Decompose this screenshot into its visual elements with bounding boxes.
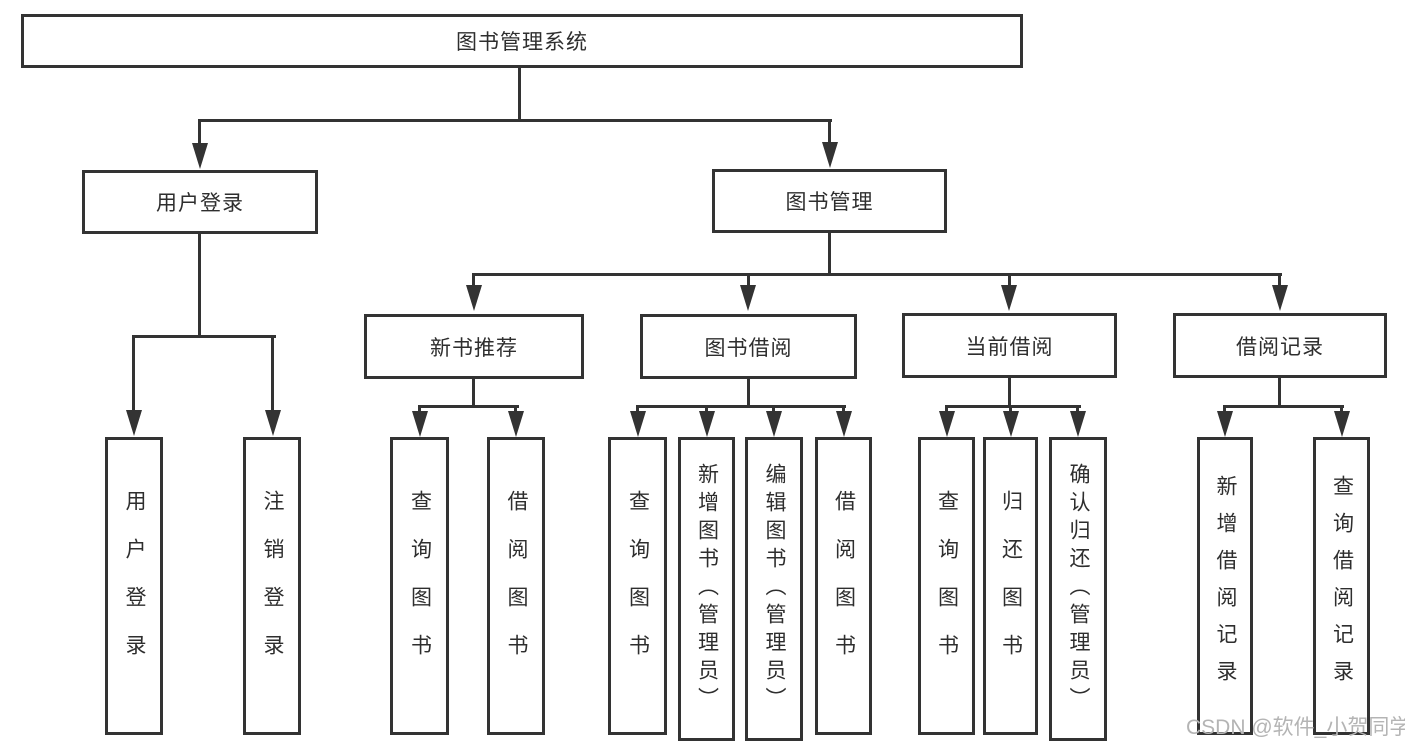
leaf-query-books-recommend: 查询图书 (390, 437, 449, 735)
leaf-edit-books-admin: 编辑图书（管理员） (745, 437, 803, 741)
connector-root-split (198, 119, 832, 122)
arrow-to-logout-leaf (265, 410, 281, 436)
connector-book-management-trunk (828, 232, 831, 276)
arrow-to-current-borrow (1001, 285, 1017, 311)
connector-stem-book-borrow (747, 273, 750, 287)
node-current-borrow: 当前借阅 (902, 313, 1117, 378)
connector-book-borrow-split (636, 405, 846, 408)
connector-stem-bb-query (636, 405, 639, 413)
arrow-to-cb-confirm (1070, 411, 1086, 437)
leaf-query-books-current: 查询图书 (918, 437, 975, 735)
arrow-to-br-add (1217, 411, 1233, 437)
arrow-to-book-borrow (740, 285, 756, 311)
node-borrow-records: 借阅记录 (1173, 313, 1387, 378)
connector-stem-br-add (1223, 405, 1226, 413)
arrow-to-nb-query (412, 411, 428, 437)
node-library-management-system: 图书管理系统 (21, 14, 1023, 68)
connector-borrow-records-stub (1278, 377, 1281, 408)
arrow-to-cb-return (1003, 411, 1019, 437)
arrow-to-login-leaf (126, 410, 142, 436)
leaf-query-borrow-record: 查询借阅记录 (1313, 437, 1370, 735)
arrow-to-borrow-records (1272, 285, 1288, 311)
node-user-login: 用户登录 (82, 170, 318, 234)
connector-stem-borrow-records (1278, 273, 1281, 287)
leaf-add-borrow-record: 新增借阅记录 (1197, 437, 1253, 735)
connector-stem-bb-edit (772, 405, 775, 413)
connector-book-borrow-stub (747, 378, 750, 408)
leaf-borrow-books-recommend: 借阅图书 (487, 437, 545, 735)
connector-current-borrow-stub (1008, 377, 1011, 408)
connector-root-trunk (518, 67, 521, 121)
connector-stem-bb-borrow (842, 405, 845, 413)
arrow-to-cb-query (939, 411, 955, 437)
node-book-borrow: 图书借阅 (640, 314, 857, 379)
leaf-user-login: 用户登录 (105, 437, 163, 735)
node-book-management: 图书管理 (712, 169, 947, 233)
arrow-to-bb-borrow (836, 411, 852, 437)
connector-stem-cb-return (1009, 405, 1012, 413)
arrow-to-new-book (466, 285, 482, 311)
node-new-book-recommend: 新书推荐 (364, 314, 584, 379)
connector-stem-br-query (1340, 405, 1343, 413)
arrow-to-bb-query (630, 411, 646, 437)
connector-stem-cb-query (945, 405, 948, 413)
watermark: CSDN @软件_小贺同学 (1186, 716, 1405, 739)
arrow-to-user-login (192, 143, 208, 169)
connector-stem-logout-leaf (271, 335, 274, 412)
leaf-borrow-books: 借阅图书 (815, 437, 872, 735)
leaf-return-books: 归还图书 (983, 437, 1038, 735)
connector-stem-nb-query (418, 405, 421, 413)
connector-current-borrow-split (945, 405, 1081, 408)
connector-user-login-split (132, 335, 276, 338)
arrow-to-book-management (822, 142, 838, 168)
connector-new-book-stub (472, 378, 475, 408)
connector-new-book-split (418, 405, 519, 408)
connector-stem-login-leaf (132, 335, 135, 412)
arrow-to-bb-add (699, 411, 715, 437)
connector-user-login-trunk (198, 233, 201, 338)
arrow-to-br-query (1334, 411, 1350, 437)
arrow-to-bb-edit (766, 411, 782, 437)
connector-stem-new-book (472, 273, 475, 287)
connector-stem-user-login (198, 119, 201, 145)
leaf-add-books-admin: 新增图书（管理员） (678, 437, 735, 741)
connector-book-management-split (472, 273, 1282, 276)
leaf-confirm-return-admin: 确认归还（管理员） (1049, 437, 1107, 741)
connector-borrow-records-split (1224, 405, 1344, 408)
connector-stem-book-management (828, 119, 831, 144)
leaf-logout: 注销登录 (243, 437, 301, 735)
connector-stem-bb-add (705, 405, 708, 413)
connector-stem-cb-confirm (1076, 405, 1079, 413)
connector-stem-nb-borrow (514, 405, 517, 413)
leaf-query-books-borrow: 查询图书 (608, 437, 667, 735)
connector-stem-current-borrow (1008, 273, 1011, 287)
arrow-to-nb-borrow (508, 411, 524, 437)
